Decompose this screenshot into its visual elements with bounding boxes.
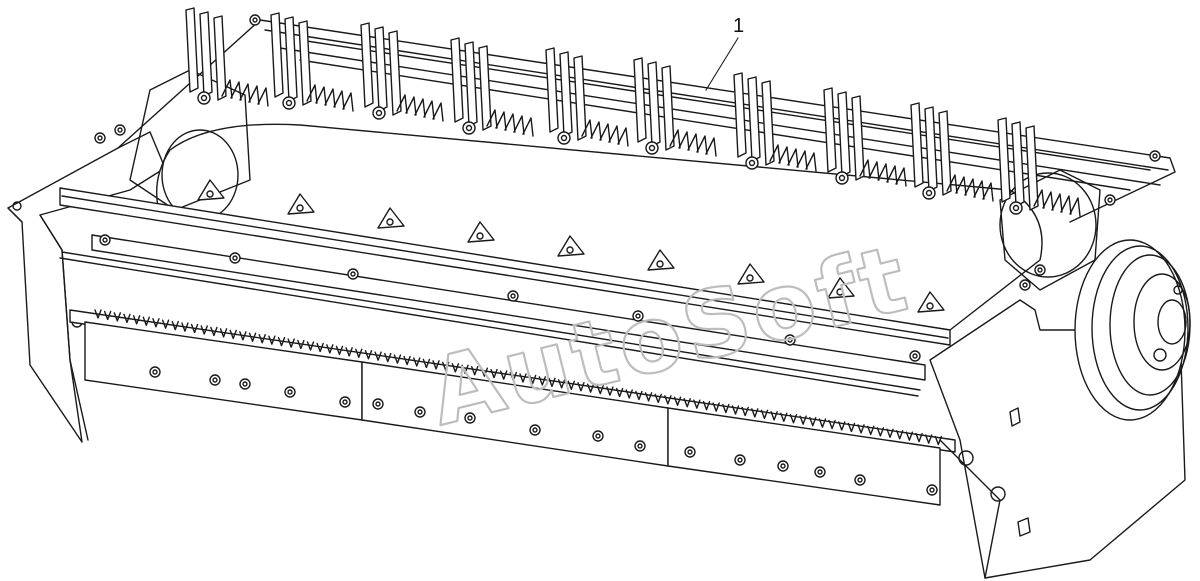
hex-nut [922,186,936,200]
bolt [99,234,111,246]
lower-knife [377,207,405,229]
bolt [209,374,221,386]
lower-knife [467,221,495,243]
bolt [339,396,351,408]
bolt [414,406,426,418]
hex-nut [462,121,476,135]
blade-set [360,22,444,122]
bolt [854,474,866,486]
front-crossbar-upper [59,187,951,346]
bolt [94,132,106,144]
bolt [229,252,241,264]
left-side-plate [7,131,166,443]
tooth-bar [69,309,956,453]
blade-set [910,102,994,202]
hex-nut [835,171,849,185]
blade-set [270,12,354,112]
bolt [464,412,476,424]
lower-knife [917,291,945,313]
bolt [926,484,938,496]
bolt [1019,279,1031,291]
bolt [239,378,251,390]
blade-set [185,7,269,107]
hex-nut [1009,201,1023,215]
drive-pulley [1074,239,1191,421]
bolt [347,268,359,280]
bolt [249,14,261,26]
bolt [284,386,296,398]
bolt [634,440,646,452]
lower-knife [647,249,675,271]
lower-knife [827,277,855,299]
hex-nut [197,91,211,105]
hex-nut [282,96,296,110]
bolt [814,466,826,478]
lower-knife [287,193,315,215]
lower-knife-row [197,179,945,313]
callout-number: 1 [733,15,744,37]
front-panel-right [667,407,941,506]
bolt [777,460,789,472]
bolt [632,310,644,322]
lower-knife [557,235,585,257]
hex-nut [645,141,659,155]
bolt [114,124,126,136]
bolt [1149,150,1161,162]
lower-knife [737,263,765,285]
bolt [592,430,604,442]
lower-knife [197,179,225,201]
blade-set [733,72,817,172]
panel-bolts [94,14,1161,496]
rotor-blades [185,7,1081,217]
bolt [1034,264,1046,276]
blade-set [997,117,1081,217]
callout-1: 1 [705,15,744,91]
bolt [734,454,746,466]
bolt [372,398,384,410]
blade-set [545,47,629,147]
bolt [1104,194,1116,206]
bolt [909,350,921,362]
bolt [784,334,796,346]
hex-nut [557,131,571,145]
hex-nut [372,106,386,120]
bolt [507,290,519,302]
blade-set [823,87,907,187]
hex-nut [745,156,759,170]
blade-set [633,57,717,157]
bolt [529,424,541,436]
bolt [149,366,161,378]
bolt [684,446,696,458]
blade-set [450,37,534,137]
front-crossbar-lower [59,234,926,397]
